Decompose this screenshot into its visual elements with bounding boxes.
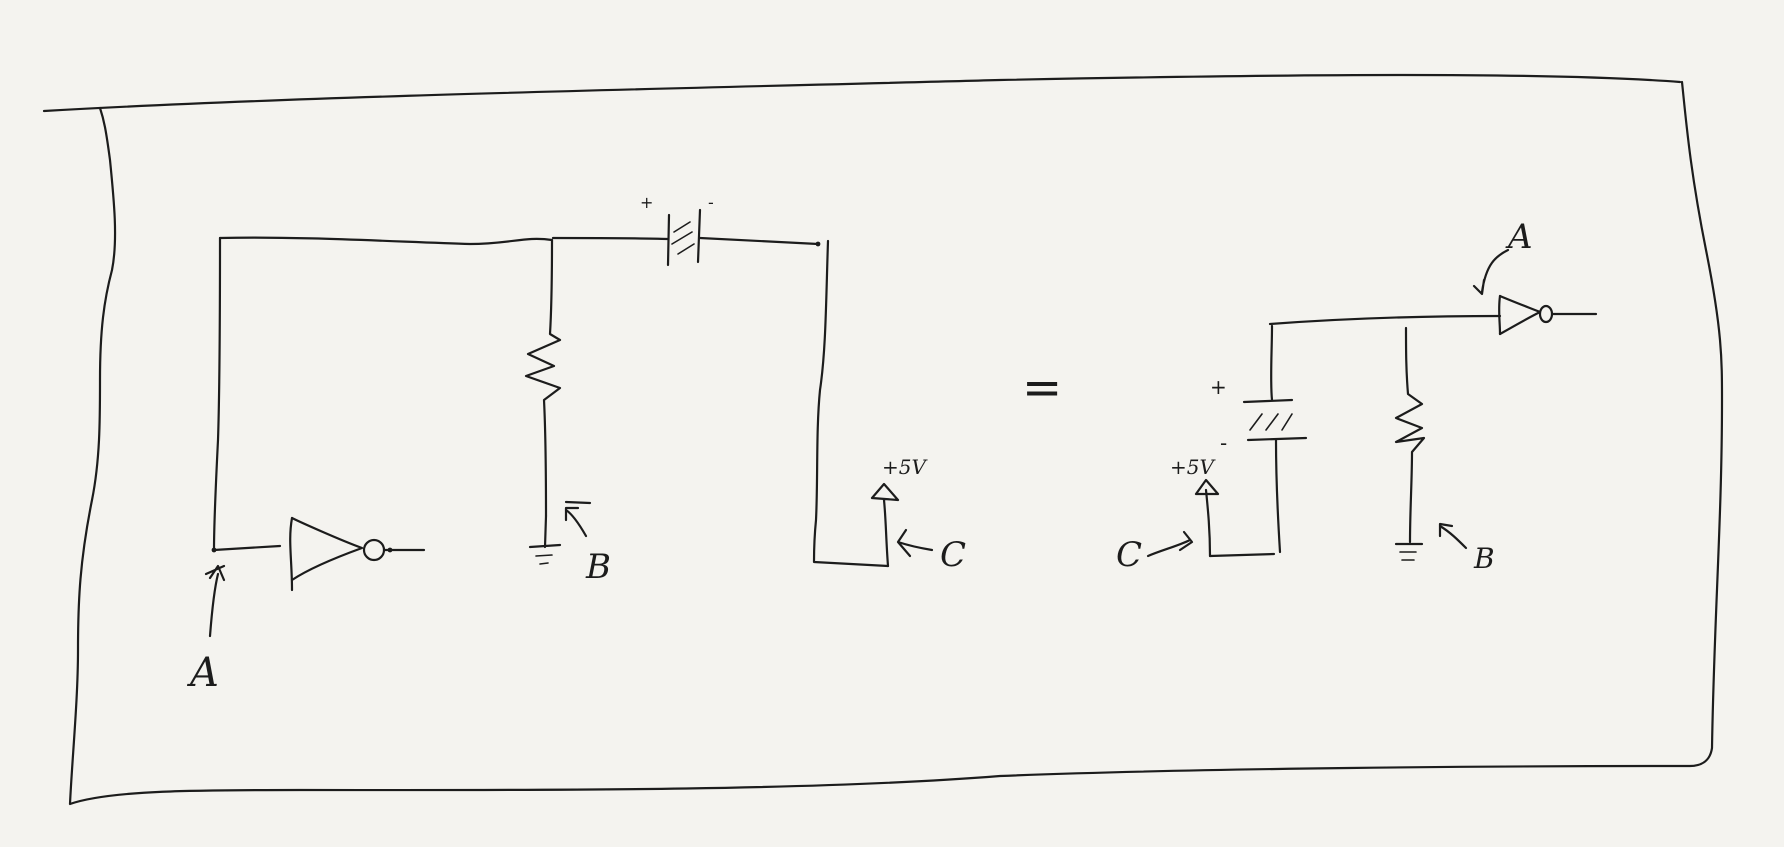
left-c-label: C	[940, 535, 966, 575]
right-cap-wire-bottom	[1274, 438, 1282, 554]
equals-sign: =	[1022, 360, 1062, 416]
right-a-label: A	[1505, 217, 1533, 257]
left-vcc-label: +5V	[882, 455, 928, 479]
left-top-wire	[218, 236, 554, 246]
left-top-wire-2	[551, 236, 670, 241]
left-left-wire	[212, 236, 282, 552]
right-c-arrow-icon	[1146, 530, 1194, 558]
right-resistor-icon	[1394, 326, 1426, 544]
left-a-label: A	[186, 650, 219, 696]
right-inverter-icon	[1498, 294, 1598, 336]
right-circuit: A + - +5V C B	[1116, 217, 1598, 575]
right-cap-wire-top	[1270, 324, 1274, 402]
right-c-label: C	[1116, 535, 1142, 575]
left-cap-plus-label: +	[640, 193, 653, 212]
right-cap-plus-label: +	[1210, 375, 1227, 399]
left-a-arrow-icon	[204, 564, 226, 638]
left-ground-icon	[528, 514, 562, 565]
outer-frame	[42, 73, 1724, 806]
right-capacitor-icon	[1242, 398, 1308, 442]
left-c-arrow-icon	[896, 528, 934, 558]
left-capacitor	[666, 208, 821, 267]
right-ground-icon	[1394, 542, 1424, 561]
left-inverter-icon	[289, 516, 426, 592]
right-vcc-arrow-icon	[1194, 478, 1220, 558]
right-a-arrow-icon	[1472, 248, 1510, 296]
right-vcc-label: +5V	[1170, 455, 1216, 479]
right-b-arrow-icon	[1438, 522, 1468, 550]
left-circuit: + - +5V C B	[186, 193, 966, 696]
left-cap-minus-label: -	[708, 193, 714, 212]
right-cap-minus-label: -	[1220, 431, 1227, 455]
left-vcc-arrow-icon	[870, 482, 900, 568]
left-b-arrow-icon	[564, 500, 592, 538]
left-b-label: B	[585, 547, 611, 587]
left-resistor-icon	[524, 238, 562, 518]
right-bottom-wire	[1208, 552, 1276, 558]
right-b-label: B	[1473, 542, 1495, 575]
right-top-wire	[1268, 314, 1502, 326]
left-right-wire	[812, 239, 890, 568]
